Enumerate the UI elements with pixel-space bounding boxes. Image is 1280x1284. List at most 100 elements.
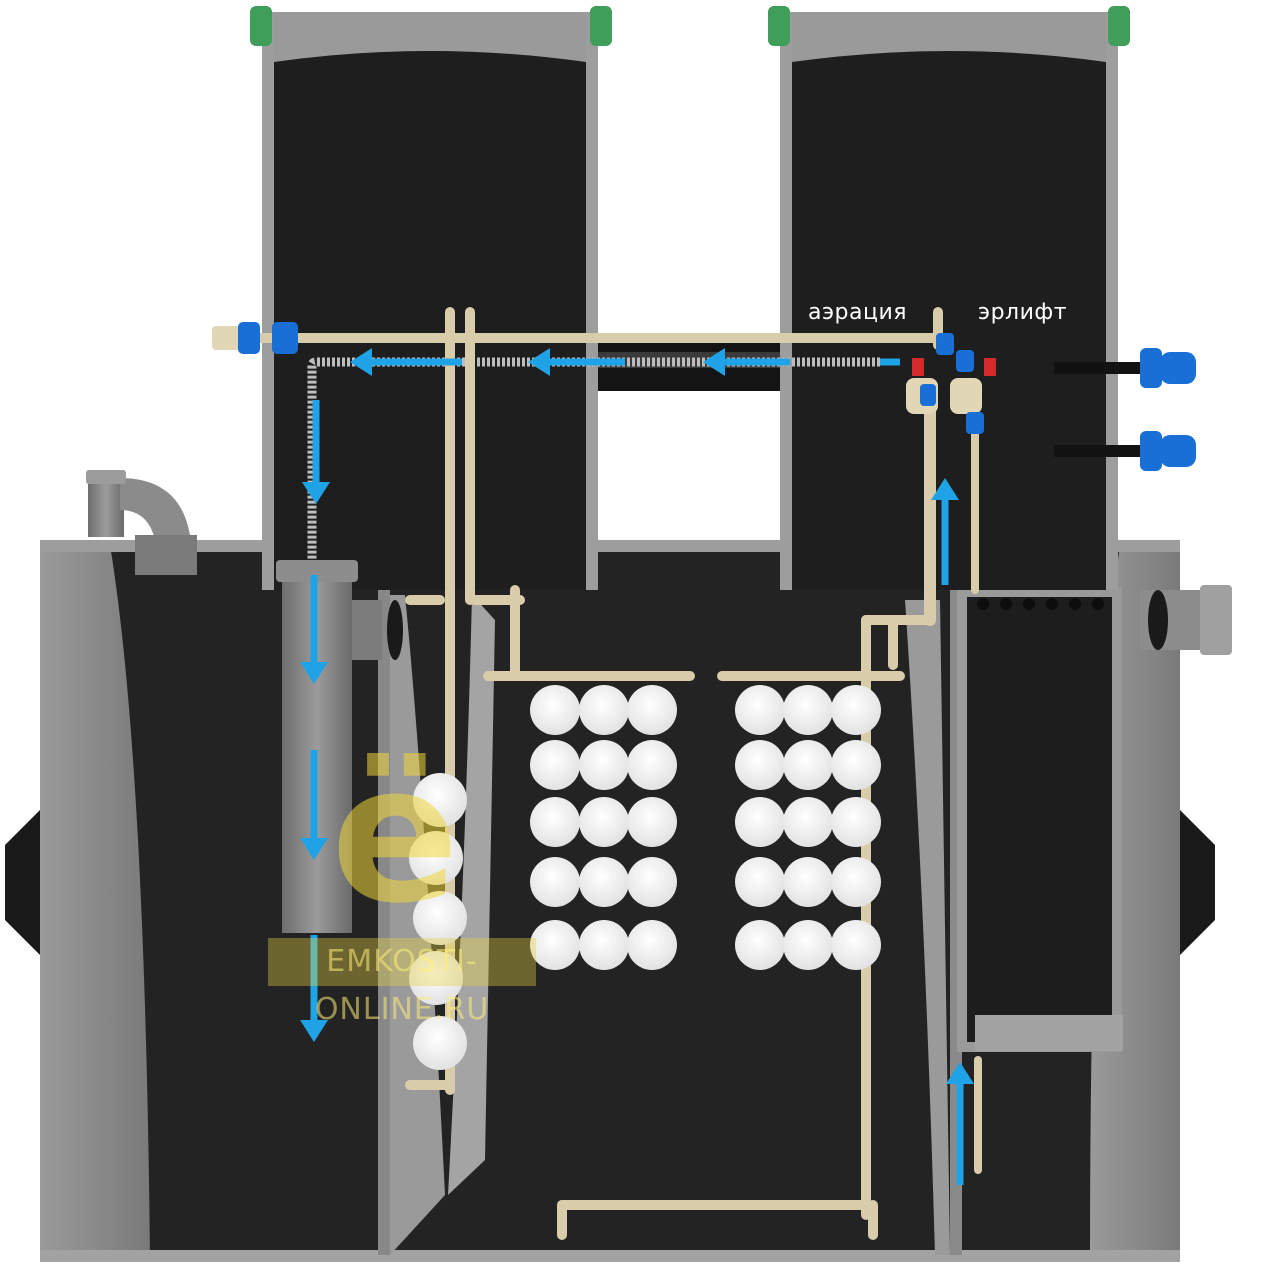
inlet-elbow-cap [86, 470, 126, 484]
left-neck-rim-r [590, 6, 612, 46]
pipe-coupling-icon [956, 350, 974, 372]
pipe-coupling-icon [966, 412, 984, 434]
bio-media-ball [783, 857, 833, 907]
pipe-coupling-icon [1160, 435, 1196, 467]
tank-base [40, 1250, 1180, 1262]
fittings [212, 322, 1196, 471]
bio-media-ball [530, 857, 580, 907]
pipe-coupling-icon [1140, 348, 1162, 388]
airlift-label: эрлифт [978, 300, 1068, 325]
bio-media-ball [783, 740, 833, 790]
bio-media-ball [735, 797, 785, 847]
inlet-elbow-vertical [88, 475, 124, 537]
bio-media-ball [409, 831, 463, 885]
bio-media-ball [735, 740, 785, 790]
right-neck-rim-r [1108, 6, 1130, 46]
bio-media-ball [409, 951, 463, 1005]
bio-media-ball [735, 857, 785, 907]
bio-media-ball [530, 740, 580, 790]
tank-top-rim-right [1110, 540, 1180, 552]
inlet-elbow [86, 470, 197, 575]
bio-media [409, 685, 881, 1070]
left-neck [250, 6, 612, 590]
clarifier-bottom [975, 1015, 1123, 1051]
pipe-coupling-icon [238, 322, 260, 354]
flow-arrow-icon [302, 400, 330, 504]
inflow-column-tee [352, 600, 382, 660]
watermark-logo: ё [330, 724, 460, 945]
bio-media-ball [831, 797, 881, 847]
bio-media-ball [579, 740, 629, 790]
left-air-stub [212, 326, 240, 350]
bio-media-ball [783, 685, 833, 735]
tank-left-wall [40, 545, 150, 1260]
flow-arrow-icon [350, 348, 462, 376]
tank-top-rim-middle [585, 540, 795, 552]
inflow-column [276, 560, 403, 933]
bio-media-ball [413, 1016, 467, 1070]
pipe-coupling-icon [920, 384, 936, 406]
air-inlet-pipe-1 [1054, 362, 1144, 374]
right-neck-wall-right [1106, 12, 1118, 590]
outlet-pipe [1140, 585, 1232, 655]
bio-media-ball [579, 685, 629, 735]
bio-media-ball [627, 740, 677, 790]
flow-arrows [300, 348, 974, 1185]
bio-media-ball [530, 685, 580, 735]
bio-media-ball [831, 740, 881, 790]
ball-valve-icon [912, 358, 924, 376]
ball-valve-icon [984, 358, 996, 376]
bio-media-ball [579, 797, 629, 847]
left-neck-rim-l [250, 6, 272, 46]
bio-media-ball [831, 920, 881, 970]
bio-media-ball [530, 920, 580, 970]
inflow-column-cap [276, 560, 358, 582]
bio-media-ball [831, 857, 881, 907]
valve-body [950, 378, 982, 414]
flow-arrow-icon [703, 348, 790, 376]
bio-media-ball [579, 857, 629, 907]
pipe-coupling-icon [1160, 352, 1196, 384]
right-neck-top [792, 12, 1106, 62]
bio-media-ball [627, 685, 677, 735]
pipe-coupling-icon [272, 322, 298, 354]
clarifier-box [957, 587, 1122, 1052]
flow-arrow-icon [300, 575, 328, 684]
partition-1 [378, 590, 390, 1255]
bio-media-ball [783, 797, 833, 847]
right-neck [768, 6, 1130, 590]
bio-media-ball [627, 797, 677, 847]
flow-arrow-icon [300, 935, 328, 1042]
flow-arrow-icon [528, 348, 625, 376]
right-neck-rim-l [768, 6, 790, 46]
left-neck-wall-left [262, 12, 274, 590]
bio-media-ball [783, 920, 833, 970]
left-neck-wall-right [586, 12, 598, 590]
bio-media-ball [735, 685, 785, 735]
bio-media-ball [627, 920, 677, 970]
corrugated-hose [307, 357, 880, 560]
aeration-label: аэрация [808, 300, 908, 325]
outlet-pipe-opening [1148, 590, 1168, 650]
bio-media-ball [413, 773, 467, 827]
right-neck-wall-left [780, 12, 792, 590]
bio-media-ball [627, 857, 677, 907]
watermark-site: EMKOSTI-ONLINE.RU [268, 938, 536, 1027]
bio-media-ball [413, 891, 467, 945]
partition-3 [905, 600, 950, 1255]
pipe-coupling-icon [1140, 431, 1162, 471]
inflow-column-tee-opening [387, 600, 403, 660]
pipe-coupling-icon [936, 333, 954, 355]
inlet-elbow-socket [135, 535, 197, 575]
flow-arrow-icon [300, 750, 328, 860]
clarifier-holes [977, 598, 1104, 610]
inlet-elbow-bend [120, 478, 190, 540]
left-stiffener [5, 810, 40, 955]
flow-arrow-icon [931, 478, 959, 585]
right-stiffener [1180, 810, 1215, 955]
bio-media-ball [579, 920, 629, 970]
left-neck-top [274, 12, 586, 62]
bio-media-ball [735, 920, 785, 970]
